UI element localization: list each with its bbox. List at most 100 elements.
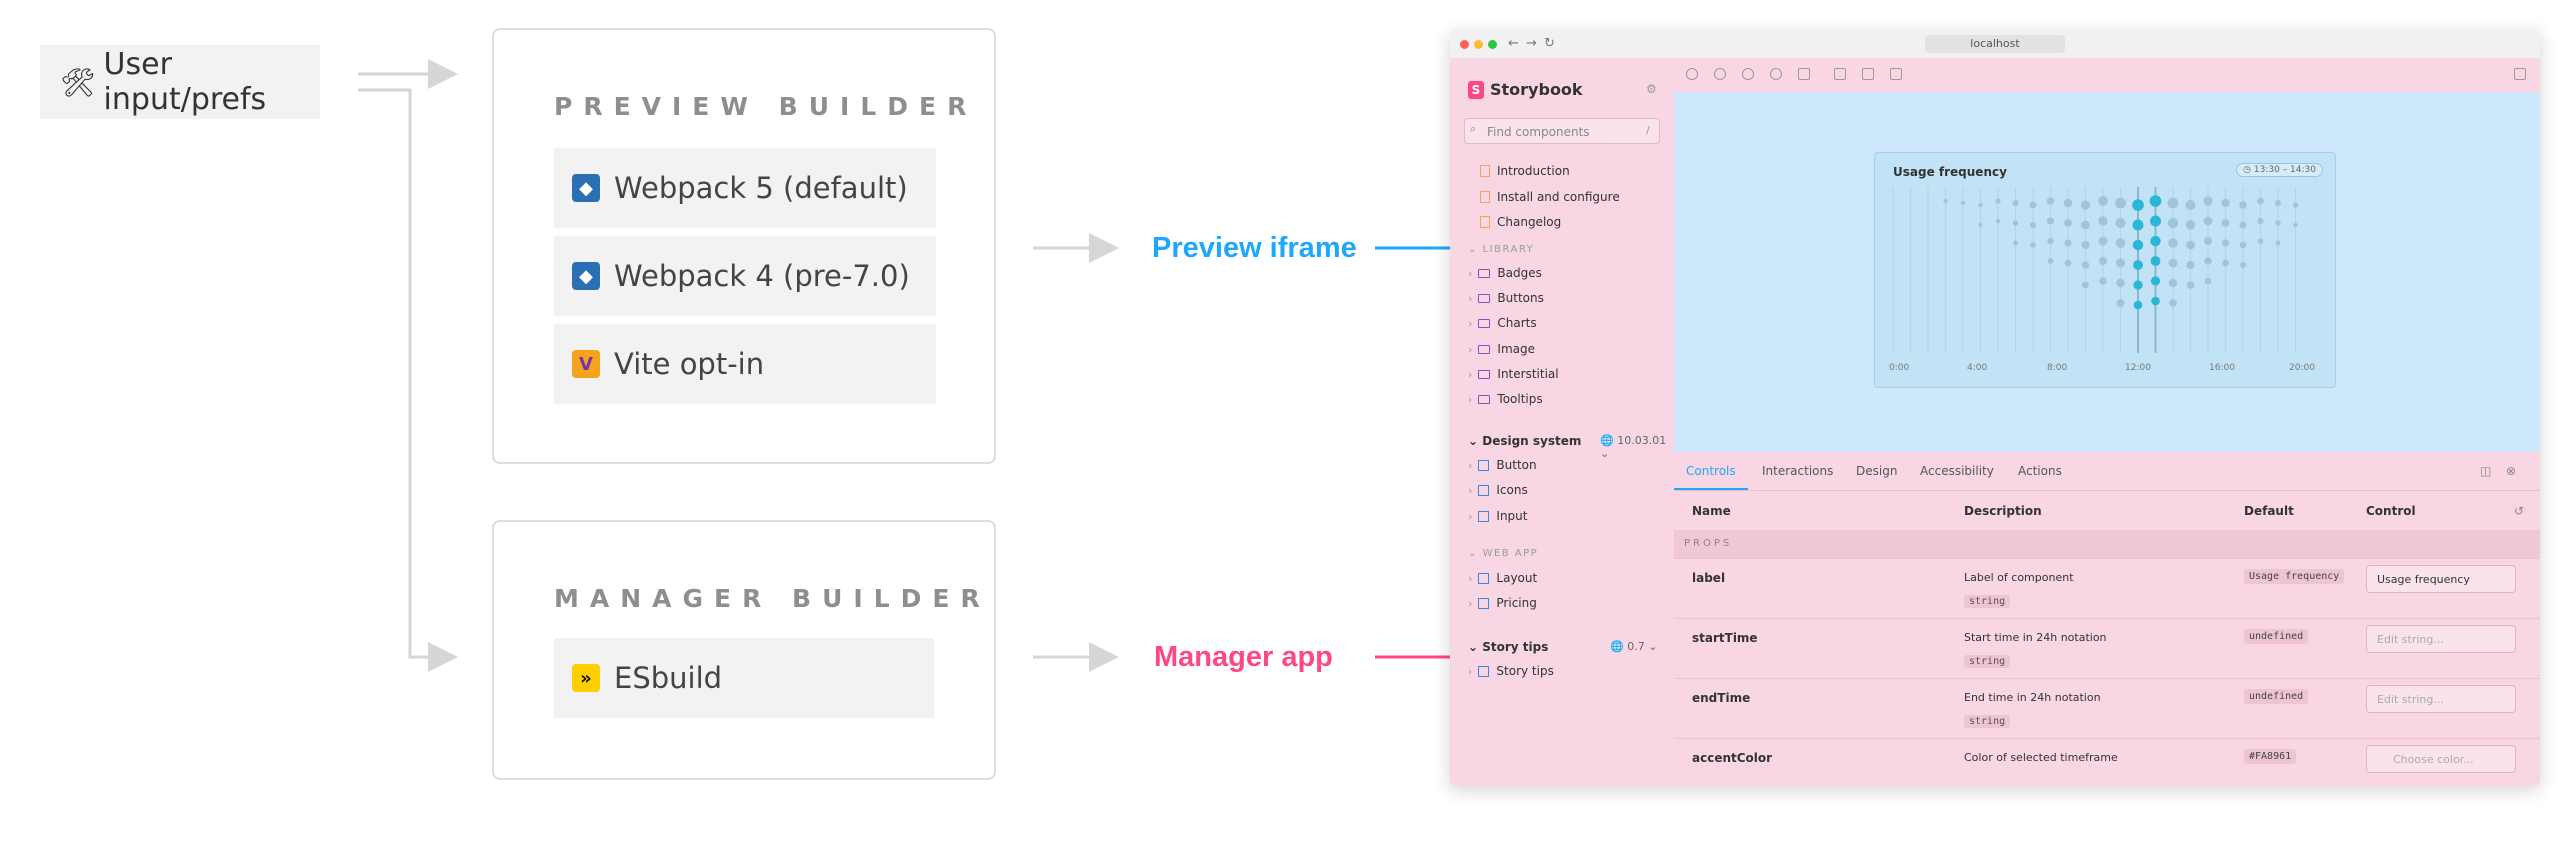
minimize-dot-icon[interactable] [1474,40,1483,49]
sidebar-section-design-system[interactable]: ⌄ Design system [1468,434,1582,448]
usage-dot [2149,195,2162,207]
open-new-tab-icon[interactable] [2514,68,2526,80]
sidebar-category-web-app[interactable]: ⌄ WEB APP [1468,548,1539,559]
tab-accessibility[interactable]: Accessibility [1920,464,1994,478]
sidebar-item-charts[interactable]: ›Charts [1468,316,1537,330]
endtime-control-input[interactable]: Edit string... [2366,685,2516,713]
sidebar-item-pricing[interactable]: ›Pricing [1468,596,1537,610]
maximize-dot-icon[interactable] [1488,40,1497,49]
sidebar-doc-install[interactable]: Install and configure [1480,190,1620,204]
usage-dot [1961,201,1965,205]
sidebar-category-library[interactable]: ⌄ LIBRARY [1468,244,1535,255]
close-dot-icon[interactable] [1460,40,1469,49]
zoom-in-icon[interactable] [1714,68,1726,80]
viewport-icon[interactable] [1834,68,1846,80]
usage-dot [2150,276,2161,286]
document-icon [1480,191,1490,203]
usage-dot [1978,223,1983,227]
usage-dot [2150,215,2161,227]
col-default: Default [2244,504,2294,518]
x-tick: 4:00 [1967,363,1988,373]
sidebar-item-buttons[interactable]: ›Buttons [1468,291,1544,305]
chevron-right-icon: › [1468,392,1473,406]
component-icon [1478,665,1490,677]
grid-icon[interactable] [1862,68,1874,80]
usage-dot [2064,239,2072,247]
sidebar-item-tooltips[interactable]: ›Tooltips [1468,392,1543,406]
folder-icon [1478,268,1491,278]
reset-controls-icon[interactable]: ↺ [2514,504,2525,518]
zoom-out-icon[interactable] [1742,68,1754,80]
vite-icon: V [572,350,600,378]
close-panel-icon[interactable]: ⊗ [2506,464,2517,478]
card-title: Usage frequency [1893,165,2007,179]
document-icon [1480,165,1490,177]
usage-dot [2275,220,2281,226]
usage-dot [2064,219,2072,227]
usage-dot [2257,217,2264,225]
reload-icon[interactable]: ↻ [1544,36,1555,51]
sidebar-section-story-tips[interactable]: ⌄ Story tips [1468,640,1549,654]
usage-dot [2098,236,2108,246]
sidebar-item-layout[interactable]: ›Layout [1468,571,1538,585]
sidebar-doc-introduction[interactable]: Introduction [1480,164,1570,178]
usage-dot [2168,258,2178,268]
sidebar-item-image[interactable]: ›Image [1468,342,1535,356]
tab-interactions[interactable]: Interactions [1762,464,1834,478]
usage-dot [2221,219,2230,227]
zoom-reset-icon[interactable] [1770,68,1782,80]
tab-divider [1674,490,2540,491]
props-section-header: PROPS [1674,530,2540,558]
sidebar-item-button[interactable]: ›Button [1468,458,1537,472]
sidebar-item-interstitial[interactable]: ›Interstitial [1468,367,1559,381]
usage-dot [2186,260,2195,270]
folder-icon [1478,394,1491,404]
sync-icon[interactable] [1686,68,1698,80]
search-input[interactable]: Find components [1464,118,1660,144]
forward-icon[interactable]: → [1526,36,1537,51]
accent-color-control[interactable]: Choose color... [2366,745,2516,773]
story-tips-version[interactable]: 🌐 0.7 ⌄ [1610,640,1658,653]
sidebar-doc-changelog[interactable]: Changelog [1480,215,1561,229]
time-range-badge[interactable]: ◷ 13:30 – 14:30 [2236,163,2323,177]
background-icon[interactable] [1798,68,1810,80]
tab-design[interactable]: Design [1856,464,1898,478]
settings-gear-icon[interactable]: ⚙ [1646,82,1657,96]
measure-icon[interactable] [1890,68,1902,80]
back-icon[interactable]: ← [1508,36,1519,51]
folder-icon [1478,344,1491,354]
url-bar[interactable]: localhost [1925,35,2065,53]
tab-controls[interactable]: Controls [1686,464,1736,478]
usage-dot [2239,221,2247,229]
usage-dot [2275,200,2281,206]
usage-dot [2275,240,2281,246]
sidebar-item-input[interactable]: ›Input [1468,509,1528,523]
component-icon [1478,459,1490,471]
usage-dot [2047,217,2054,225]
usage-dot [2116,299,2125,307]
sidebar-item-story-tips[interactable]: ›Story tips [1468,664,1554,678]
usage-dot [2168,278,2178,288]
table-row: label Label of component string Usage fr… [1674,558,2540,619]
addons-panel: Controls Interactions Design Accessibili… [1674,452,2540,786]
usage-dot [2151,296,2160,306]
usage-dot [1995,218,2001,224]
table-row: startTime Start time in 24h notation str… [1674,618,2540,679]
sidebar-item-icons[interactable]: ›Icons [1468,483,1528,497]
usage-dot [2204,257,2212,265]
design-system-version[interactable]: 🌐 10.03.01 ⌄ [1600,434,1667,460]
browser-titlebar: ← → ↻ localhost [1450,30,2540,59]
preview-item-vite: V Vite opt-in [554,324,936,404]
manager-item-esbuild: » ESbuild [554,638,934,718]
usage-dot [2081,261,2090,269]
sidebar-item-badges[interactable]: ›Badges [1468,266,1542,280]
panel-orientation-icon[interactable]: ◫ [2480,464,2492,478]
usage-dot [2132,219,2144,231]
usage-dot [2080,200,2091,210]
starttime-control-input[interactable]: Edit string... [2366,625,2516,653]
tab-actions[interactable]: Actions [2018,464,2062,478]
usage-dot [2012,200,2019,206]
usage-dot [2204,277,2212,285]
label-control-input[interactable]: Usage frequency [2366,565,2516,593]
